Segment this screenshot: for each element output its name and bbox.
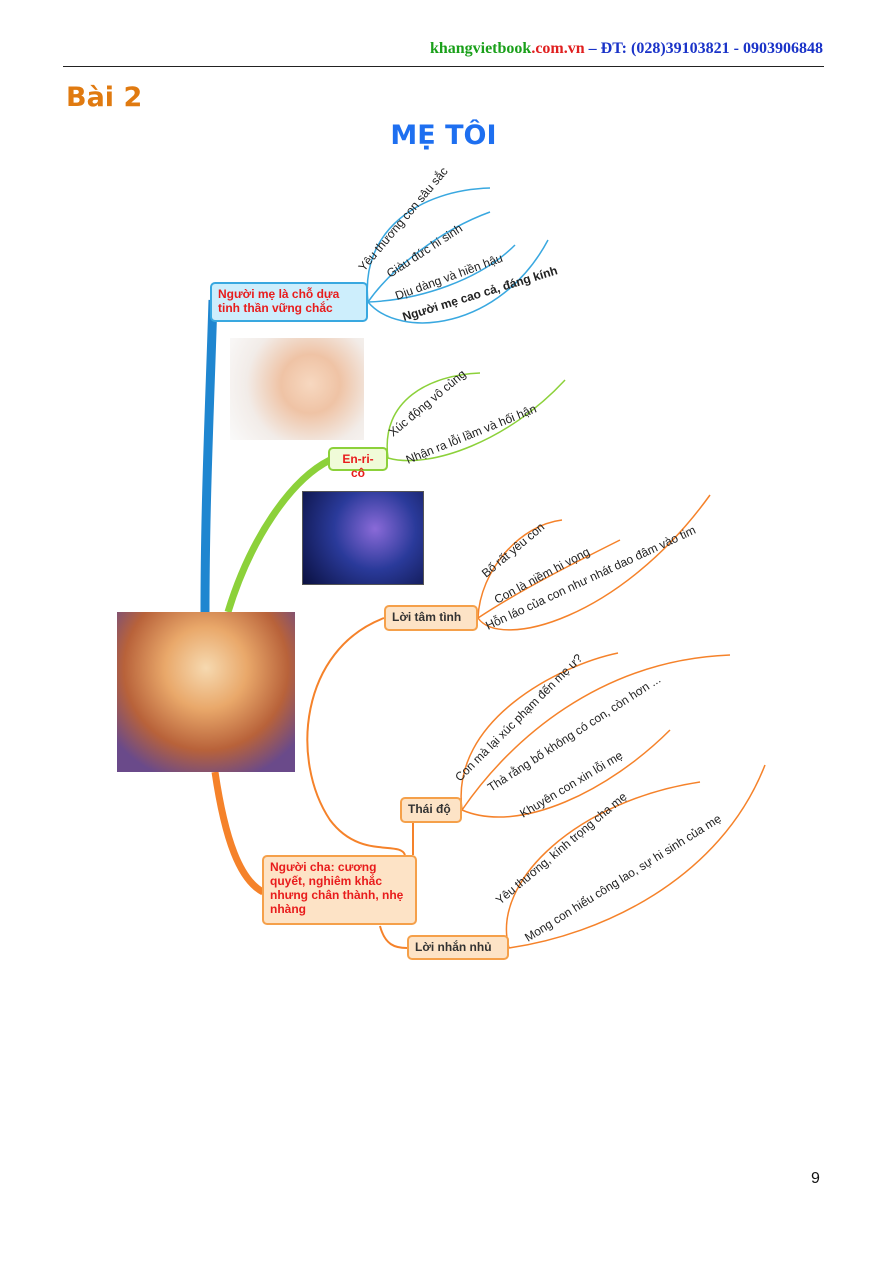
node-confide: Lời tâm tình — [384, 605, 478, 631]
contact-info: – ĐT: (028)39103821 - 0903906848 — [584, 40, 823, 57]
node-father: Người cha: cương quyết, nghiêm khắc nhưn… — [262, 855, 417, 925]
page-title: MẸ TÔI — [390, 120, 497, 151]
node-mother: Người mẹ là chỗ dựa tinh thần vững chắc — [210, 282, 368, 322]
night-mother-image — [302, 491, 424, 585]
node-advice: Lời nhắn nhủ — [407, 935, 509, 960]
orange-trunk — [211, 771, 265, 896]
page-header: khangvietbook.com.vn – ĐT: (028)39103821… — [430, 40, 823, 58]
father-leaf-lines — [460, 494, 766, 949]
enrico-leaf-lines — [386, 372, 566, 462]
leaf-text: Xúc động vô cùng — [386, 367, 469, 439]
leaf-text: Mong con hiểu công lao, sự hi sinh của m… — [522, 811, 724, 944]
branch-confide — [306, 617, 406, 856]
lesson-heading: Bài 2 — [66, 82, 143, 113]
header-rule — [63, 66, 824, 67]
mother-baby-photo-image — [230, 338, 364, 440]
page-number: 9 — [811, 1170, 820, 1187]
node-enrico: En-ri-cô — [328, 447, 388, 480]
node-attitude: Thái độ — [400, 797, 462, 823]
site-name: khangvietbook — [429, 40, 532, 57]
site-domain: .com.vn — [531, 40, 585, 57]
mother-leaf-lines — [366, 187, 549, 324]
blue-trunk — [200, 299, 218, 613]
green-trunk — [224, 456, 332, 614]
branch-advice — [379, 925, 408, 949]
central-mother-painting-image — [117, 612, 295, 772]
